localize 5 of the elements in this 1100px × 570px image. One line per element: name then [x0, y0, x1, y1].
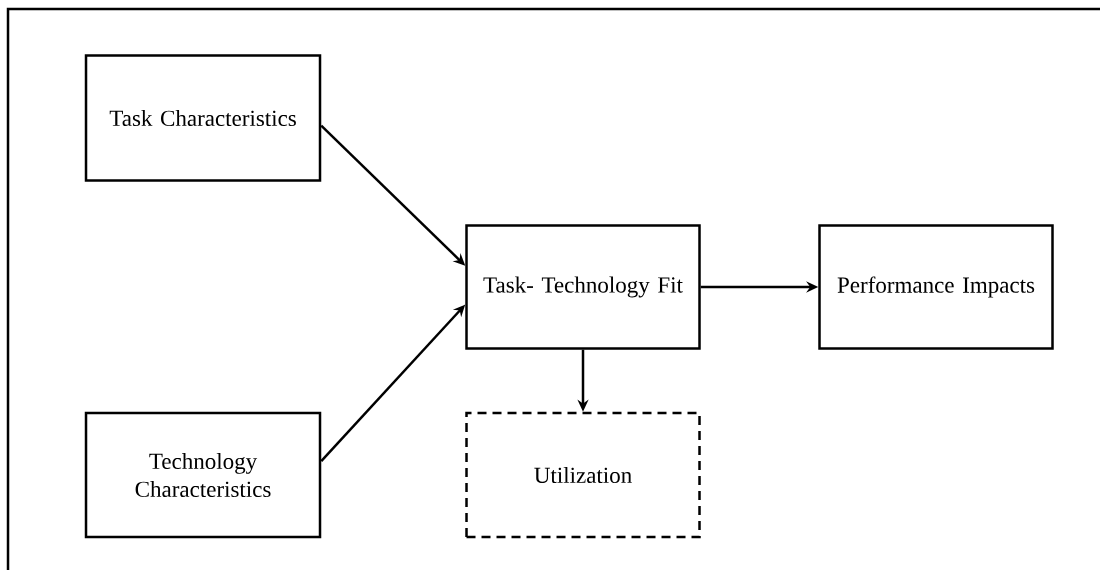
process-box: Technology Characteristics	[84, 411, 322, 539]
process-box: Task Characteristics	[84, 54, 322, 182]
process-box: Performance Impacts	[818, 224, 1054, 350]
process-box: Task- Technology Fit	[465, 224, 701, 350]
process-box: Utilization	[465, 411, 701, 539]
